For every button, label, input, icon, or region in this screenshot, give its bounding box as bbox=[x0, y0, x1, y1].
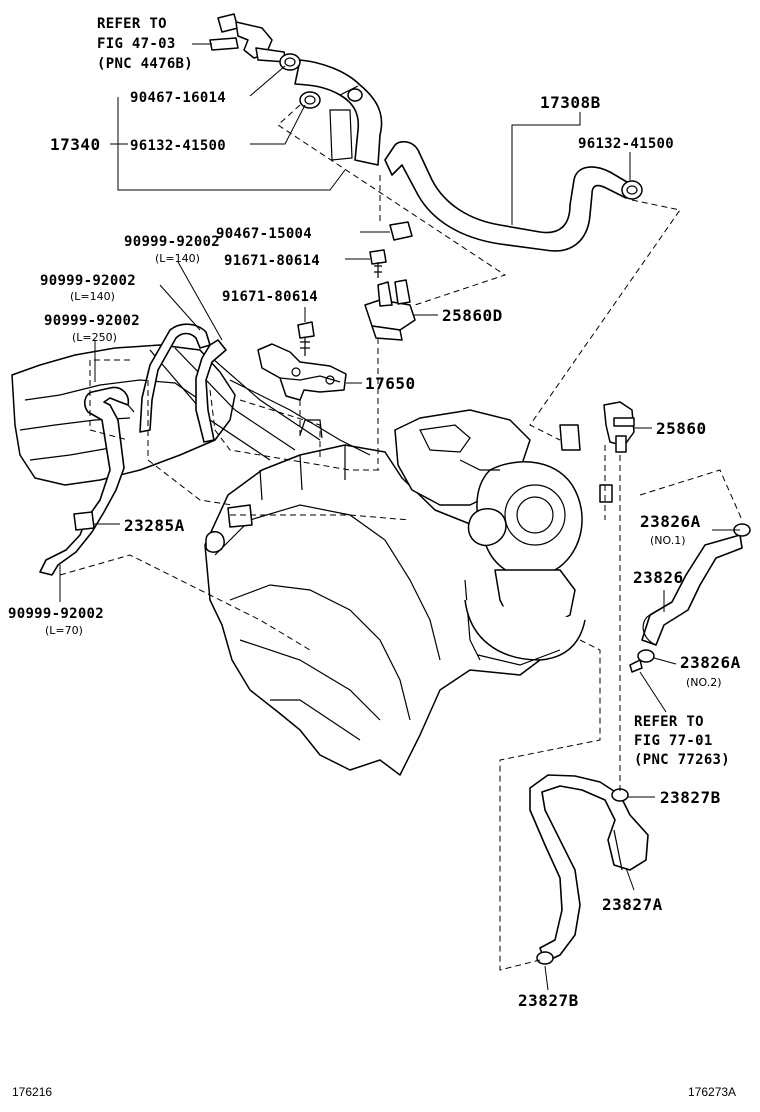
refer-fig47-line1: REFER TO bbox=[97, 16, 167, 32]
engine-block-illustration bbox=[11, 344, 613, 776]
connector-23285A bbox=[73, 511, 95, 531]
part-labels: REFER TO FIG 47-03 (PNC 4476B) 90467-160… bbox=[8, 16, 741, 1099]
vsv-25860 bbox=[603, 401, 635, 453]
label-91671-80614-b: 91671-80614 bbox=[222, 289, 318, 305]
label-23826A-no2: 23826A bbox=[680, 653, 741, 672]
leader-lines bbox=[59, 43, 740, 991]
label-17308B: 17308B bbox=[540, 93, 601, 112]
vsv-25860D bbox=[364, 279, 416, 341]
label-90467-16014: 90467-16014 bbox=[130, 90, 226, 106]
label-25860D: 25860D bbox=[442, 306, 503, 325]
hose-clamp-23827B-bottom bbox=[536, 951, 554, 965]
bracket-17650 bbox=[257, 343, 347, 401]
label-90999-92002-d-length: (L=70) bbox=[45, 624, 83, 637]
hose-clamp-23826A-no2 bbox=[629, 649, 655, 673]
label-90999-92002-a-length: (L=140) bbox=[155, 252, 200, 265]
footer-right-code: 176273A bbox=[688, 1085, 736, 1099]
label-90999-92002-b-length: (L=140) bbox=[70, 290, 115, 303]
label-23285A: 23285A bbox=[124, 516, 185, 535]
label-23826: 23826 bbox=[633, 568, 684, 587]
label-90467-15004: 90467-15004 bbox=[216, 226, 312, 242]
label-90999-92002-c-length: (L=250) bbox=[72, 331, 117, 344]
label-90999-92002-c: 90999-92002 bbox=[44, 313, 140, 329]
label-90999-92002-d: 90999-92002 bbox=[8, 606, 104, 622]
top-tee-fitting bbox=[209, 13, 287, 63]
left-vacuum-hoses bbox=[39, 323, 227, 576]
refer-fig47-line2: FIG 47-03 bbox=[97, 36, 176, 52]
hose-17340 bbox=[294, 59, 383, 166]
label-90999-92002-a: 90999-92002 bbox=[124, 234, 220, 250]
label-17650: 17650 bbox=[365, 374, 416, 393]
refer-fig77-line1: REFER TO bbox=[634, 714, 704, 730]
label-23827B-top: 23827B bbox=[660, 788, 721, 807]
label-23826A-no2-note: (NO.2) bbox=[686, 676, 722, 689]
footer-left-code: 176216 bbox=[12, 1085, 52, 1099]
refer-fig77-line2: FIG 77-01 bbox=[634, 733, 713, 749]
refer-fig77-line3: (PNC 77263) bbox=[634, 752, 730, 768]
label-96132-41500-right: 96132-41500 bbox=[578, 136, 674, 152]
refer-fig47-line3: (PNC 4476B) bbox=[97, 56, 193, 72]
hose-clamp-90467-15004 bbox=[389, 221, 413, 241]
label-23827A: 23827A bbox=[602, 895, 663, 914]
label-23826A-no1: 23826A bbox=[640, 512, 701, 531]
label-17340: 17340 bbox=[50, 135, 101, 154]
bolt-91671-80614-upper bbox=[369, 249, 387, 278]
label-25860: 25860 bbox=[656, 419, 707, 438]
hose-17308B bbox=[384, 140, 633, 252]
label-90999-92002-b: 90999-92002 bbox=[40, 273, 136, 289]
connection-dashed-lines bbox=[59, 104, 743, 971]
hose-clamp-96132-41500-right bbox=[621, 180, 643, 200]
hose-23826 bbox=[641, 534, 743, 646]
label-91671-80614-a: 91671-80614 bbox=[224, 253, 320, 269]
hose-clamp-96132-41500-left bbox=[299, 88, 363, 109]
label-96132-41500-left: 96132-41500 bbox=[130, 138, 226, 154]
hose-23827A bbox=[529, 774, 649, 963]
bolt-91671-80614-lower bbox=[297, 321, 315, 356]
label-23826A-no1-note: (NO.1) bbox=[650, 534, 686, 547]
label-23827B-bottom: 23827B bbox=[518, 991, 579, 1010]
